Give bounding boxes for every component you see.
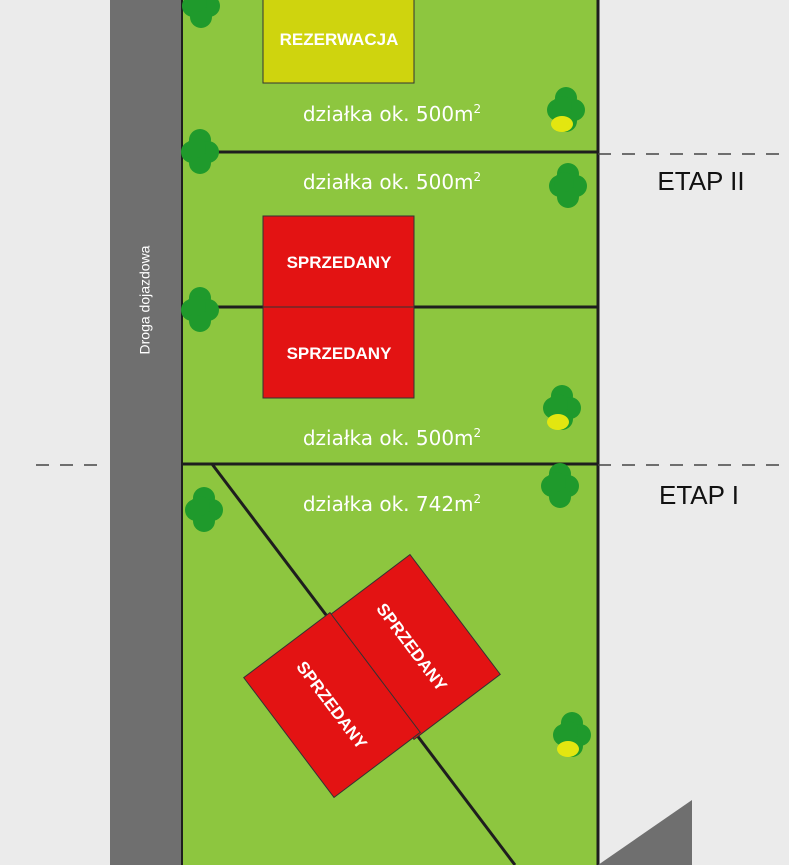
tree-icon — [181, 129, 219, 174]
plot-area-label: działka ok. 500m2 — [303, 102, 481, 126]
house-sold[interactable]: SPRZEDANY — [243, 611, 421, 799]
tree-icon — [185, 487, 223, 532]
plot-area-label: działka ok. 742m2 — [303, 492, 481, 516]
stage-label-etap-ii: ETAP II — [657, 166, 744, 196]
plot-area-label: działka ok. 500m2 — [303, 170, 481, 194]
tree-icon — [181, 287, 219, 332]
house-status-label: REZERWACJA — [280, 30, 399, 49]
house-status-label: SPRZEDANY — [287, 253, 393, 272]
tree-icon — [549, 163, 587, 208]
tree-icon — [541, 463, 579, 508]
house-reserved[interactable]: REZERWACJA — [262, 0, 415, 84]
tree-icon — [182, 0, 220, 28]
house-sold[interactable]: SPRZEDANY — [262, 306, 415, 399]
house-sold[interactable]: SPRZEDANY — [262, 215, 415, 308]
access-road — [110, 0, 182, 865]
house-status-label: SPRZEDANY — [287, 344, 393, 363]
neighbour-plot-corner — [598, 800, 692, 865]
plot-area-label: działka ok. 500m2 — [303, 426, 481, 450]
tree-icon — [547, 87, 585, 132]
stage-label-etap-i: ETAP I — [659, 480, 739, 510]
access-road-label: Droga dojazdowa — [137, 245, 153, 354]
tree-icon — [553, 712, 591, 757]
tree-icon — [543, 385, 581, 430]
